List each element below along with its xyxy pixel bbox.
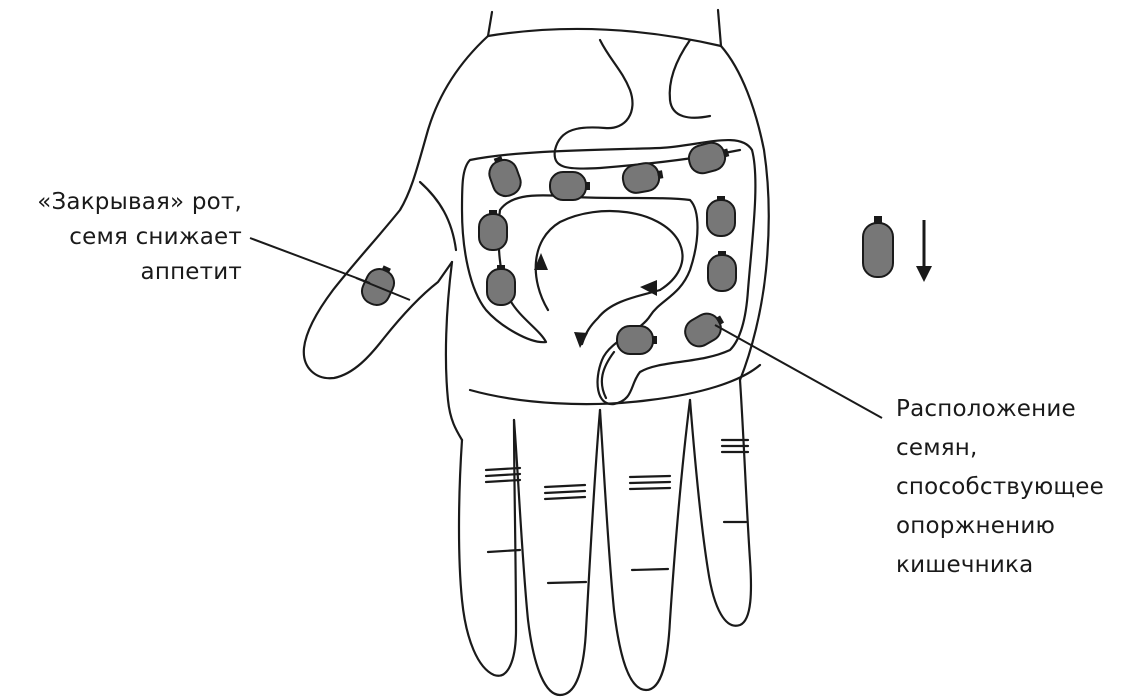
palm-line-base (470, 365, 760, 404)
seed (484, 153, 524, 200)
flow-arc-left (536, 211, 683, 310)
callout-line-right (715, 325, 882, 418)
callout-line-left (250, 238, 370, 283)
finger-outline-4 (690, 380, 751, 626)
arrowhead-down (574, 332, 588, 348)
annotation-right-line-3: способствующее (896, 468, 1104, 507)
annotation-right-line-2: семян, (896, 429, 1104, 468)
wrist-right-line (718, 10, 721, 46)
seed (550, 172, 590, 200)
seed (487, 265, 515, 305)
palm-line-thumb (420, 182, 456, 250)
annotation-right-line-1: Расположение (896, 390, 1104, 429)
finger-outline-3 (600, 400, 690, 690)
seed-thumb (358, 261, 400, 309)
seed (708, 251, 736, 291)
seed (479, 210, 507, 250)
palm-left-edge (446, 262, 462, 440)
annotation-left: «Закрывая» рот, семя снижает аппетит (37, 185, 242, 290)
wrist-left-line (488, 12, 492, 36)
arrow-down-icon (916, 220, 932, 282)
annotation-left-line-3: аппетит (37, 255, 242, 290)
annotation-left-line-1: «Закрывая» рот, (37, 185, 242, 220)
seed (707, 196, 735, 236)
annotation-right: Расположение семян, способствующее опорж… (896, 390, 1104, 585)
hand-outline-left (304, 36, 488, 378)
legend (863, 216, 932, 282)
stomach-inner (670, 40, 710, 118)
wrist-crease (488, 29, 721, 46)
finger-outline-2 (514, 410, 600, 695)
seeds-group (358, 139, 736, 354)
finger-outline-1 (459, 420, 516, 676)
annotation-left-line-2: семя снижает (37, 220, 242, 255)
seed-icon (863, 216, 893, 277)
annotation-right-line-4: опоржнению (896, 507, 1104, 546)
annotation-right-line-5: кишечника (896, 546, 1104, 585)
finger-creases (486, 440, 748, 583)
seed (617, 326, 657, 354)
